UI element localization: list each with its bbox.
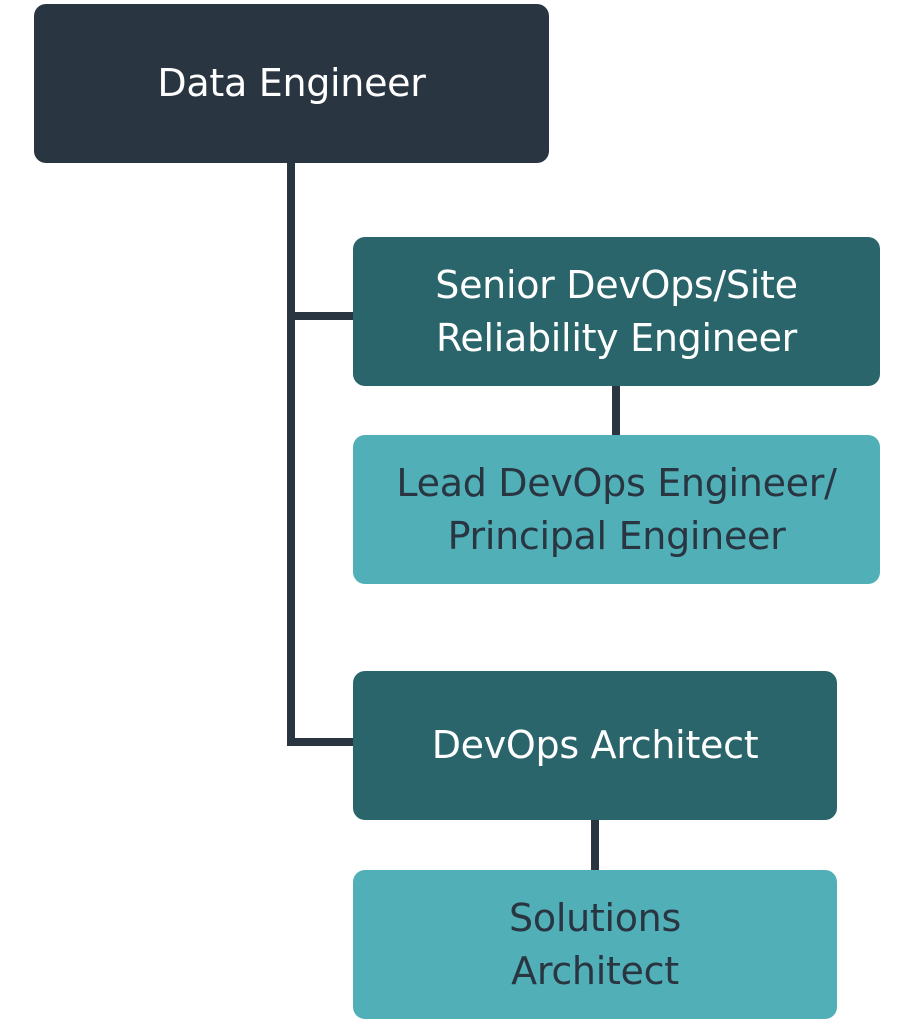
child-connector-lead-devops	[612, 385, 620, 437]
node-label-line: Architect	[511, 948, 679, 993]
node-label: Lead DevOps Engineer/ Principal Engineer	[396, 457, 836, 563]
node-label-line: Principal Engineer	[447, 513, 786, 558]
node-senior-devops-sre: Senior DevOps/Site Reliability Engineer	[353, 237, 880, 386]
child-connector-solutions-architect	[591, 819, 599, 872]
node-solutions-architect: Solutions Architect	[353, 870, 837, 1019]
node-lead-devops-principal: Lead DevOps Engineer/ Principal Engineer	[353, 435, 880, 584]
trunk-connector	[287, 162, 295, 746]
node-devops-architect: DevOps Architect	[353, 671, 837, 820]
node-label-line: Reliability Engineer	[436, 315, 797, 360]
node-label: Solutions Architect	[509, 892, 681, 998]
node-label: Senior DevOps/Site Reliability Engineer	[435, 259, 798, 365]
node-data-engineer: Data Engineer	[34, 4, 549, 163]
node-label-line: Solutions	[509, 895, 681, 940]
branch-connector-devops-architect	[287, 738, 355, 746]
node-label-line: Senior DevOps/Site	[435, 262, 798, 307]
branch-connector-senior-devops	[287, 312, 355, 320]
node-label: Data Engineer	[157, 61, 426, 105]
node-label-line: Lead DevOps Engineer/	[396, 460, 837, 505]
node-label: DevOps Architect	[431, 723, 759, 767]
